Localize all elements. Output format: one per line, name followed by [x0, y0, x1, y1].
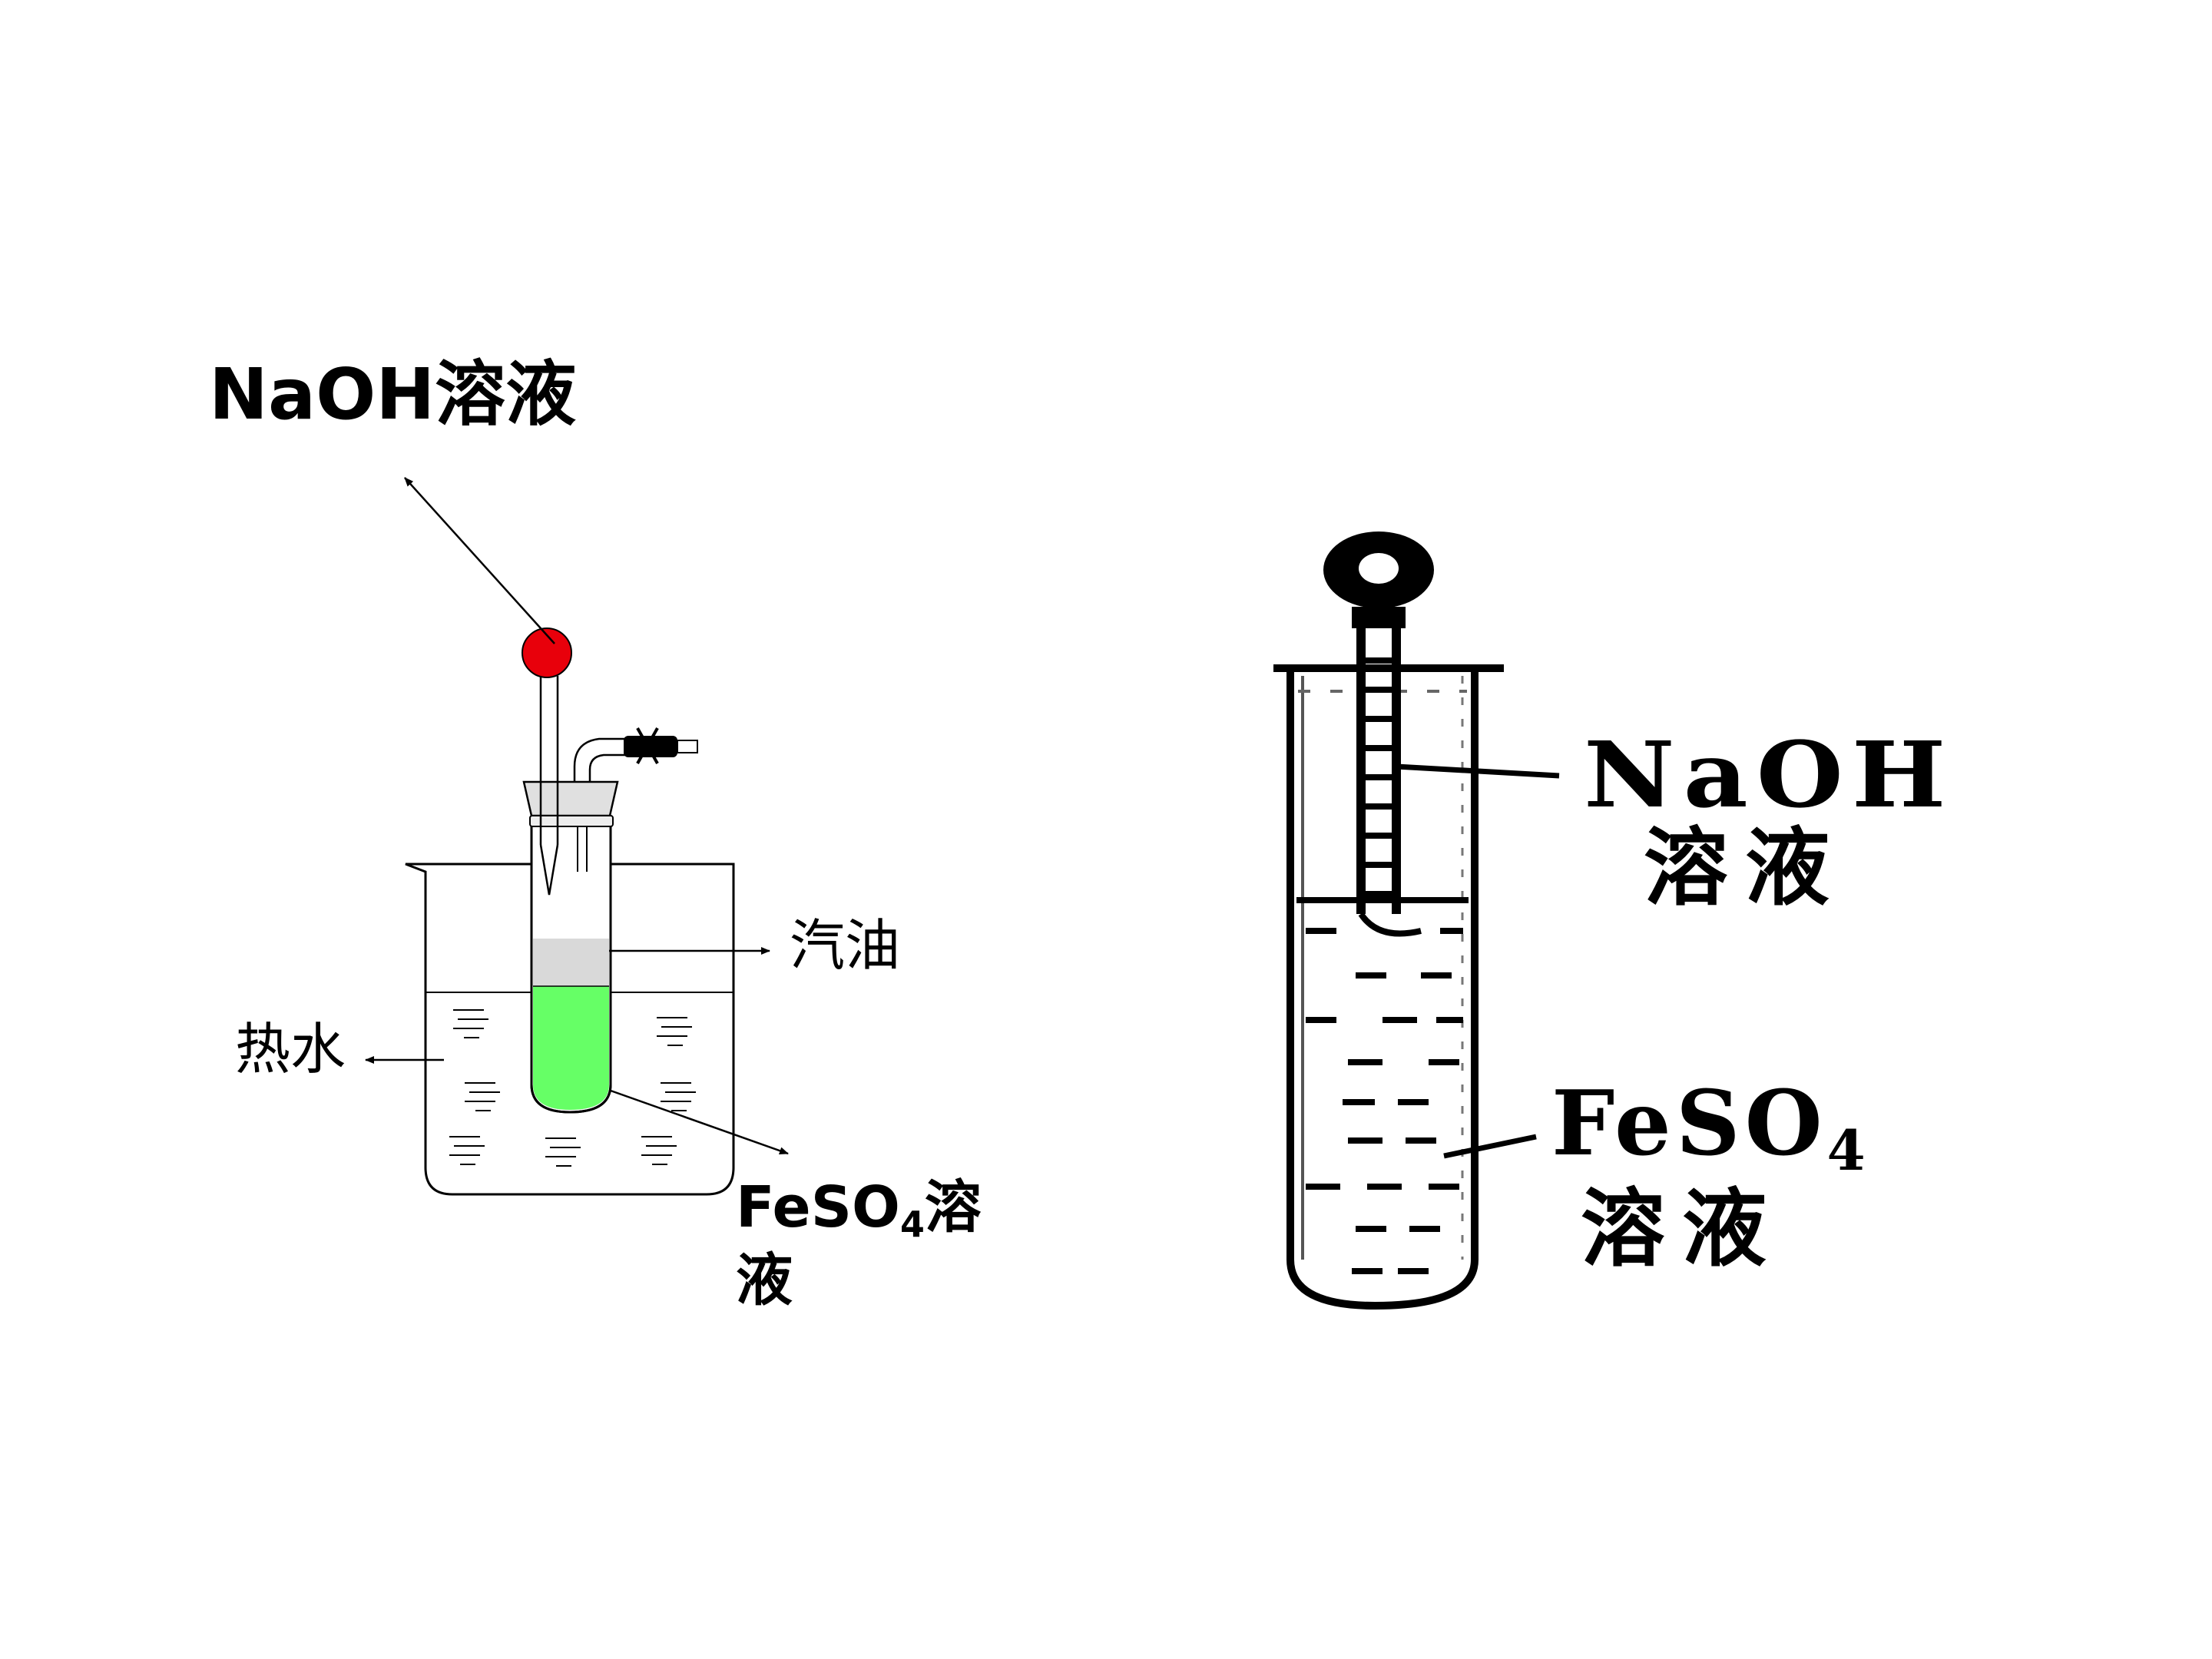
stopper: [522, 780, 619, 817]
label-feso4-solution: FeSO4溶: [736, 1174, 982, 1245]
beaker: [405, 863, 735, 1196]
label-naoh-solution: NaOH溶液: [209, 353, 577, 435]
right-label-feso4: FeSO4: [1551, 1071, 1870, 1184]
label-gasoline: 汽油: [790, 913, 901, 978]
dropper-bulb: [522, 628, 572, 678]
clamp-icon: [636, 727, 659, 764]
naoh-pointer: [404, 477, 555, 644]
label-feso4-solution-line2: 液: [736, 1247, 793, 1313]
right-apparatus: [1273, 531, 1560, 1310]
right-label-naoh: NaOH: [1584, 721, 1955, 828]
right-liquid-marks: [1306, 928, 1463, 1274]
label-hot-water: 热水: [235, 1017, 346, 1081]
right-label-feso4-line2: 溶液: [1581, 1179, 1783, 1278]
right-test-tube: [1286, 668, 1479, 1310]
left-apparatus: [365, 477, 789, 1196]
right-label-naoh-line2: 溶液: [1644, 818, 1846, 917]
right-naoh-leader: [1396, 763, 1560, 779]
rubber-tube: [624, 736, 677, 757]
gasoline-layer: [533, 939, 609, 986]
right-feso4-leader: [1443, 1134, 1537, 1159]
stopper-ring: [529, 815, 614, 827]
feso4-solution: [533, 986, 609, 1110]
water-marks: [449, 1009, 696, 1167]
feso4-pointer: [610, 1089, 789, 1155]
